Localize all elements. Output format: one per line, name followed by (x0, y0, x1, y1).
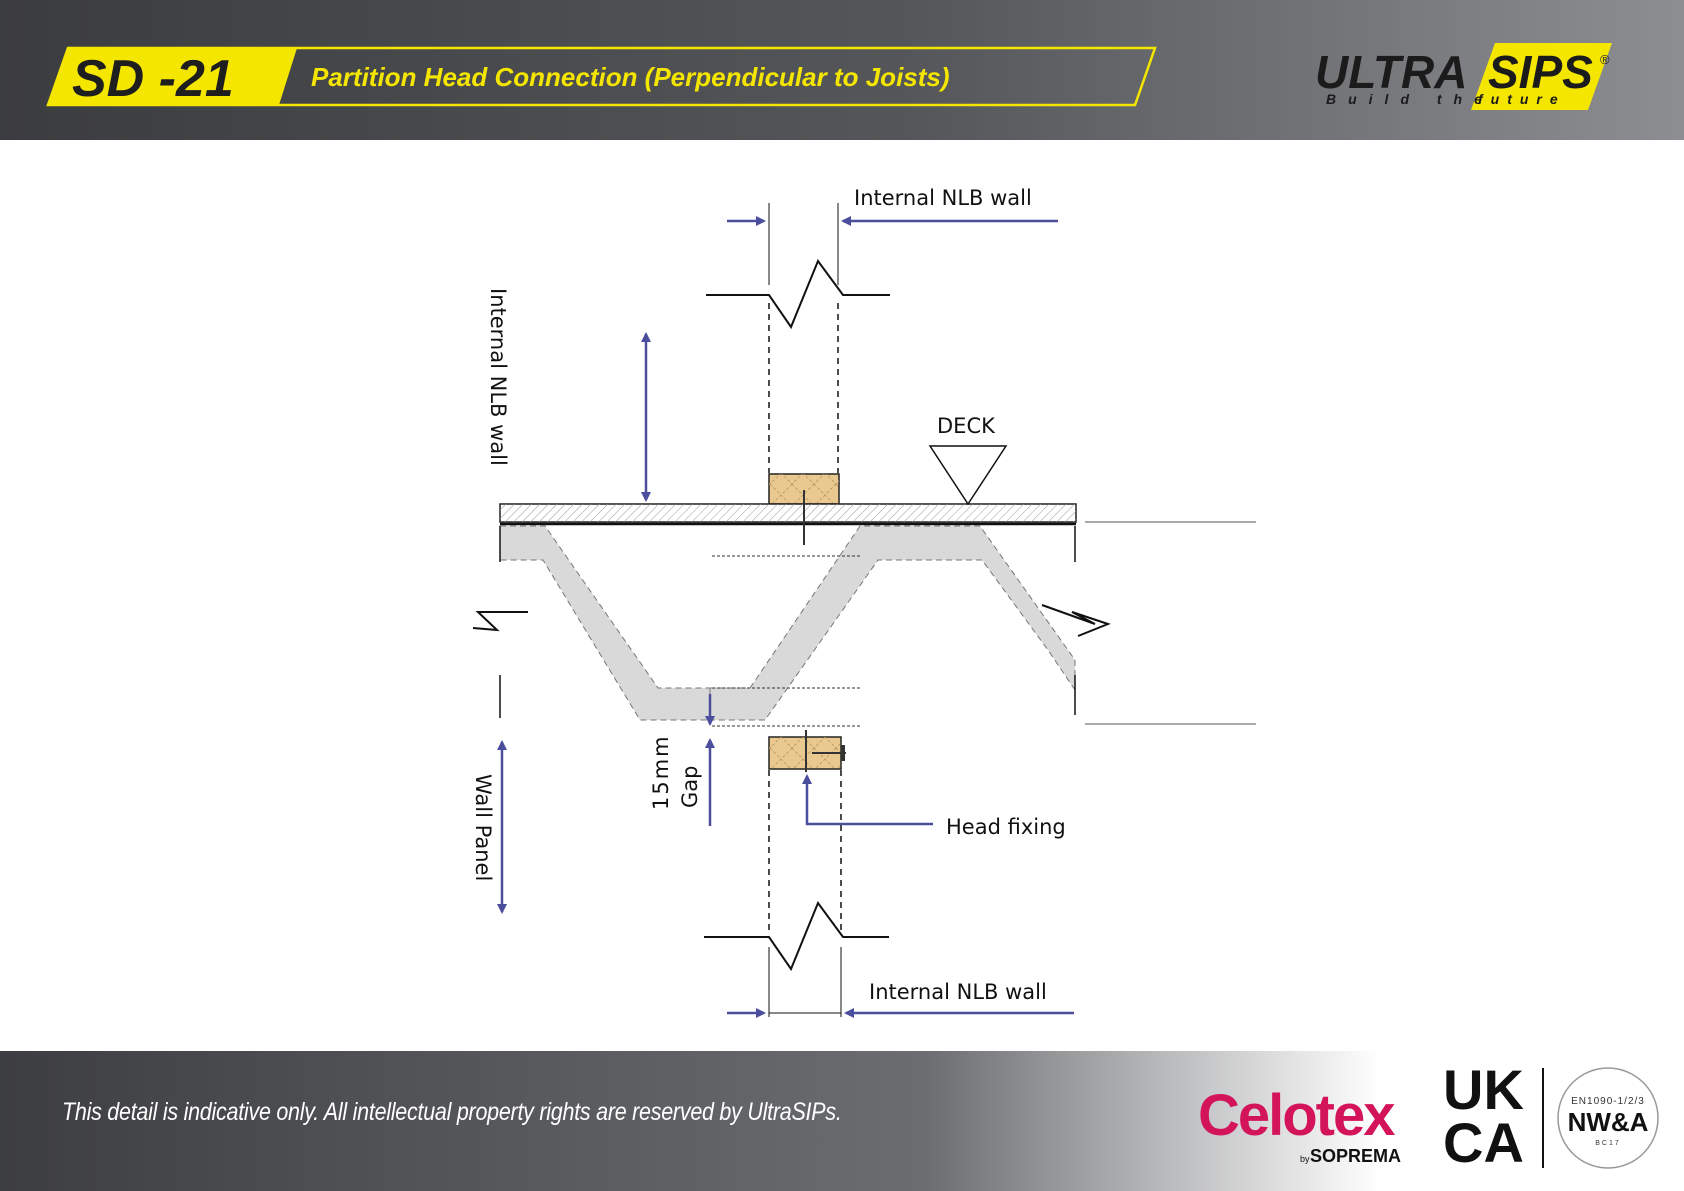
head-plate (768, 730, 846, 772)
drawing-code: SD -21 (72, 50, 234, 108)
label-head-fixing: Head fixing (946, 815, 1066, 839)
logo-tagline-left: Build the (1326, 91, 1494, 107)
code-badge (48, 48, 297, 105)
label-left-wall: Internal NLB wall (486, 288, 510, 466)
drawing-title: Partition Head Connection (Perpendicular… (311, 62, 950, 92)
deck-marker-triangle (928, 445, 1008, 506)
lower-break-line (704, 900, 889, 972)
label-wall-panel: Wall Panel (471, 774, 495, 881)
joist-profile (472, 521, 1256, 727)
label-gap-size: 15mm (649, 734, 673, 810)
logo-ultra: ULTRA (1315, 46, 1467, 98)
label-gap: Gap (678, 766, 702, 808)
footer-bar (0, 1051, 1684, 1191)
disclaimer-text: This detail is indicative only. All inte… (62, 1098, 842, 1126)
logo-tagline-right: future (1478, 91, 1566, 107)
head-fixing-leader (802, 774, 933, 826)
header-graphics: SD -21 Partition Head Connection (Perpen… (46, 43, 1612, 110)
label-bottom-wall: Internal NLB wall (869, 980, 1047, 1004)
upper-break-line (706, 258, 890, 330)
upper-wall (706, 203, 1058, 473)
logo-registered: ® (1600, 52, 1610, 67)
deck-board (499, 490, 1077, 545)
lower-wall (704, 770, 1074, 1018)
label-deck: DECK (937, 414, 996, 438)
logo-sips: SIPS (1488, 46, 1593, 98)
right-break-symbol (1041, 604, 1111, 637)
left-break-symbol (472, 611, 528, 632)
ultrasips-logo: ULTRA SIPS ® Build the future (1315, 43, 1612, 110)
label-top-wall: Internal NLB wall (854, 186, 1032, 210)
logo-yellow-block (1471, 43, 1612, 110)
